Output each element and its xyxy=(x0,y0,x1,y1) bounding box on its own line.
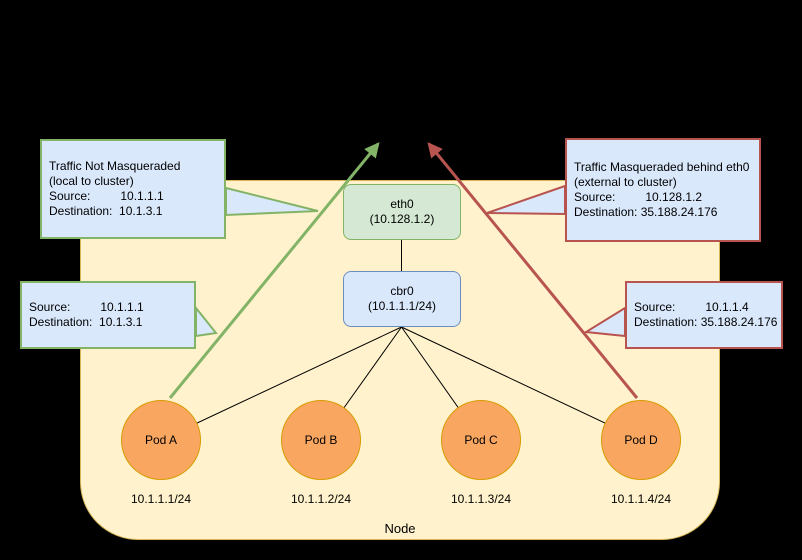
callout-line: (local to cluster) xyxy=(49,174,134,188)
callout-masqueraded-detail: Source: 10.1.1.4 Destination: 35.188.24.… xyxy=(625,281,783,349)
callout-line: Destination: 35.188.24.176 xyxy=(574,205,718,219)
pod-b-label: Pod B xyxy=(304,433,338,447)
callout-not-masqueraded-detail: Source: 10.1.1.1 Destination: 10.1.3.1 xyxy=(20,281,196,349)
eth0-name: eth0 xyxy=(390,197,414,211)
cbr0-name: cbr0 xyxy=(390,284,414,298)
pod-d-circle: Pod D xyxy=(601,400,681,480)
pod-c-circle: Pod C xyxy=(441,400,521,480)
pod-c-subnet: 10.1.1.3/24 xyxy=(450,492,512,506)
callout-masqueraded: Traffic Masqueraded behind eth0 (externa… xyxy=(565,138,761,242)
eth0-interface-box: eth0 (10.128.1.2) xyxy=(343,184,461,240)
node-label: Node xyxy=(384,521,416,536)
pod-a-label: Pod A xyxy=(144,433,178,447)
callout-line: Source: 10.128.1.2 xyxy=(574,190,703,204)
callout-line: Destination: 35.188.24.176 xyxy=(634,315,778,329)
pod-b-subnet: 10.1.1.2/24 xyxy=(290,492,352,506)
pod-d-label: Pod D xyxy=(624,433,658,447)
callout-line: Traffic Not Masqueraded xyxy=(49,159,181,173)
callout-line: (external to cluster) xyxy=(574,175,677,189)
callout-line: Source: 10.1.1.4 xyxy=(634,300,749,314)
cbr0-ip: (10.1.1.1/24) xyxy=(367,299,437,313)
pod-a-circle: Pod A xyxy=(121,400,201,480)
pod-c-label: Pod C xyxy=(464,433,498,447)
pod-d-subnet: 10.1.1.4/24 xyxy=(610,492,672,506)
cbr0-bridge-box: cbr0 (10.1.1.1/24) xyxy=(343,271,461,327)
pod-b-circle: Pod B xyxy=(281,400,361,480)
callout-not-masqueraded: Traffic Not Masqueraded (local to cluste… xyxy=(40,139,226,239)
callout-line: Traffic Masqueraded behind eth0 xyxy=(574,160,750,174)
callout-line: Source: 10.1.1.1 xyxy=(29,300,144,314)
callout-line: Source: 10.1.1.1 xyxy=(49,189,164,203)
pod-a-subnet: 10.1.1.1/24 xyxy=(130,492,192,506)
callout-line: Destination: 10.1.3.1 xyxy=(29,315,143,329)
callout-line: Destination: 10.1.3.1 xyxy=(49,204,163,218)
eth0-ip: (10.128.1.2) xyxy=(369,212,435,226)
